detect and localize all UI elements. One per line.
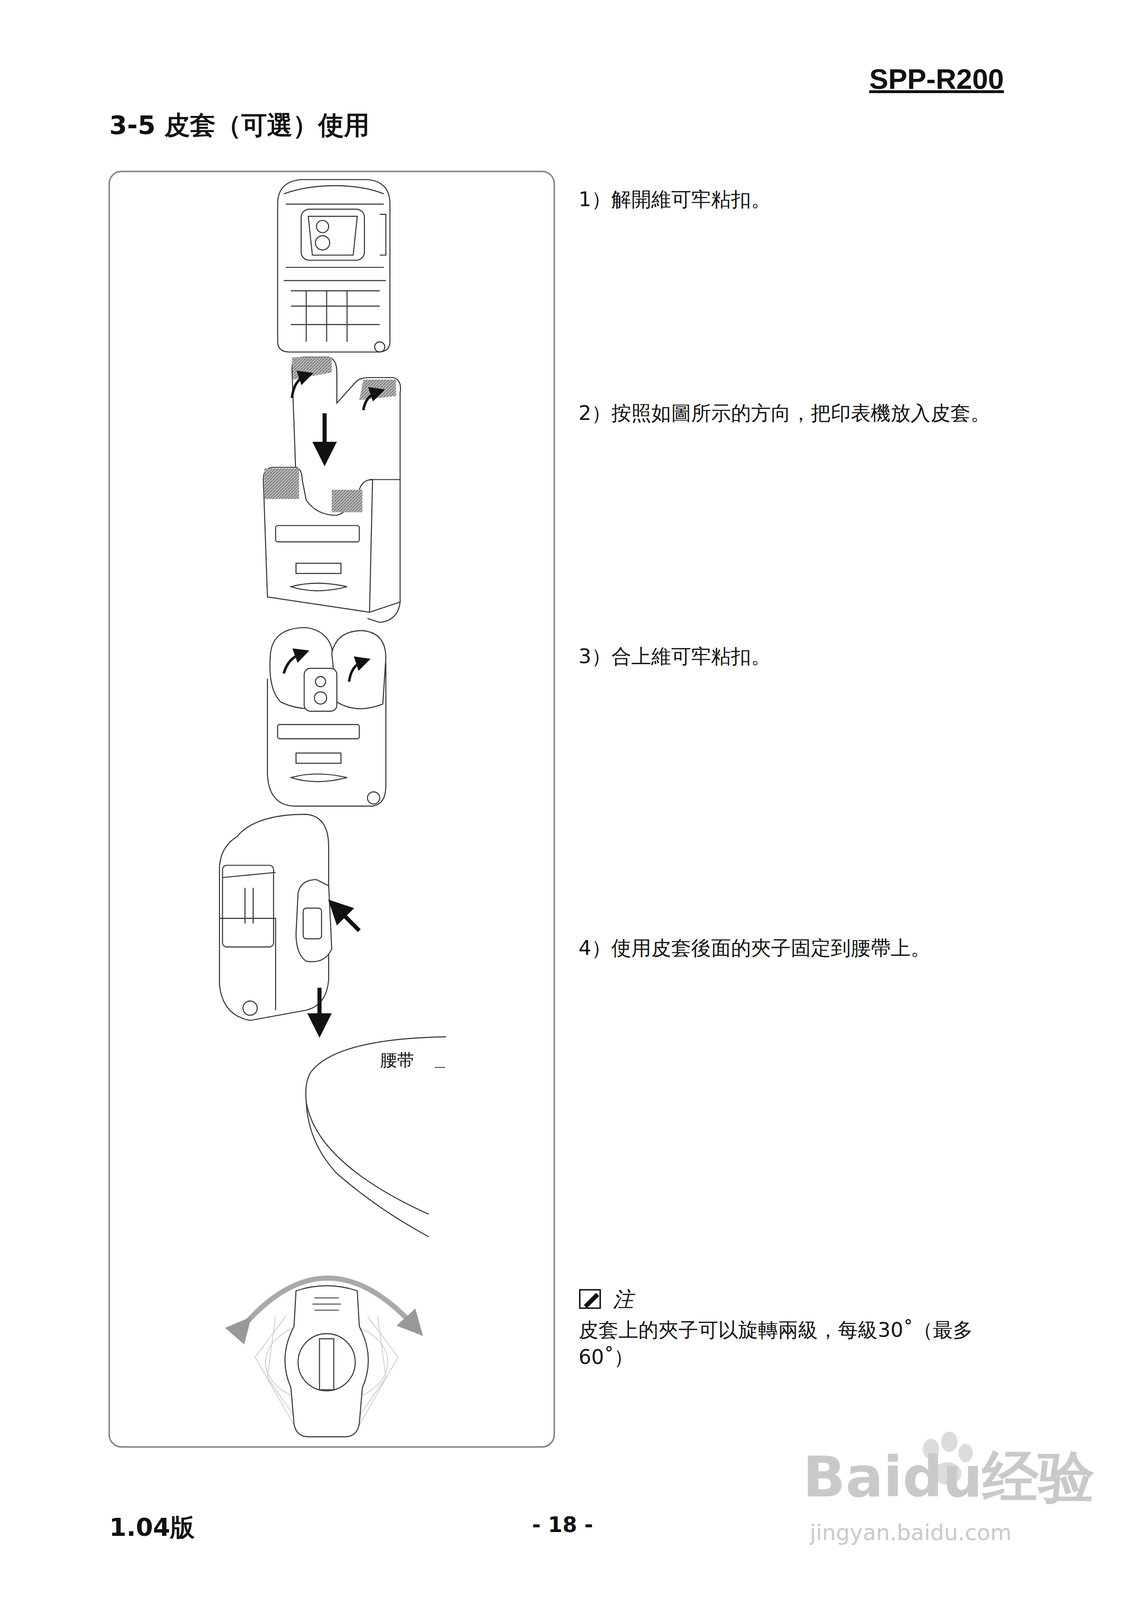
illustration-g	[305, 1036, 447, 1237]
illustration-rect	[319, 1338, 334, 1390]
step-text: 2）按照如圖所示的方向，把印表機放入皮套。	[578, 399, 1048, 428]
version-footer: 1.04版	[109, 1510, 195, 1544]
step-text: 4）使用皮套後面的夾子固定到腰帶上。	[578, 934, 1067, 962]
illustration-path	[283, 204, 386, 281]
illustration-path	[349, 661, 364, 682]
illustration-path	[219, 872, 276, 1011]
page-number: - 18 -	[532, 1510, 593, 1539]
watermark: Baidu经验	[802, 1439, 1095, 1515]
note-text: 皮套上的夾子可以旋轉兩級，每級30˚（最多60˚）	[578, 1316, 1016, 1371]
step-text: 3）合上維可牢粘扣。	[578, 643, 1048, 671]
illustration-g	[109, 171, 973, 1485]
belt-label: 腰带	[380, 1048, 415, 1073]
illustration-path	[292, 357, 333, 380]
illustration-rect	[579, 1289, 601, 1309]
illustration-rect	[304, 668, 337, 712]
illustration-g	[267, 627, 386, 807]
illustration-circle	[242, 1000, 257, 1016]
illustration-rect	[301, 209, 365, 260]
illustration-circle	[316, 220, 329, 233]
illustration-rect	[275, 525, 360, 542]
illustration-rect	[109, 171, 555, 1447]
illustration-path	[306, 1102, 429, 1237]
illustration-path	[305, 1036, 447, 1215]
illustration-g	[219, 814, 360, 1026]
illustration-rect	[277, 724, 360, 739]
illustration-path	[379, 214, 386, 256]
illustration-path	[359, 379, 396, 400]
illustration-path	[263, 467, 373, 613]
illustration-path	[285, 1285, 369, 1437]
section-title: 3-5 皮套（可選）使用	[109, 108, 370, 143]
illustration-rect	[295, 563, 342, 574]
illustration-rect	[303, 908, 322, 939]
illustration-g	[579, 1289, 601, 1309]
step-text: 1）解開維可牢粘扣。	[578, 186, 1048, 214]
illustration-g	[242, 1277, 415, 1437]
illustration-path	[308, 216, 358, 256]
illustration-path	[322, 413, 327, 455]
illustration-path	[277, 179, 390, 352]
illustration-path	[245, 887, 254, 924]
watermark: jingyan.baidu.com	[809, 1517, 1012, 1548]
illustration-path	[434, 1066, 445, 1068]
illustration-path	[312, 1297, 342, 1311]
illustration-circle	[297, 1333, 355, 1391]
illustration-rect	[222, 864, 274, 947]
illustration-path	[336, 908, 360, 931]
illustration-g	[263, 357, 401, 623]
illustration-path	[283, 653, 303, 674]
illustration-path	[292, 375, 307, 398]
model-header: SPP-R200	[869, 59, 1004, 99]
illustration-circle	[367, 791, 381, 805]
illustration-path	[290, 773, 347, 782]
illustration-circle	[315, 676, 326, 687]
illustration-path	[369, 479, 400, 613]
illustration-path	[283, 185, 384, 194]
illustration-rect	[264, 468, 300, 499]
illustration-path	[295, 879, 332, 962]
note-heading: 注	[612, 1284, 634, 1313]
illustration-circle	[314, 691, 327, 704]
illustration-rect	[295, 752, 342, 763]
illustration-path	[583, 1292, 599, 1308]
illustration-circle	[315, 235, 330, 250]
illustration-path	[290, 290, 380, 342]
illustration-path	[317, 987, 322, 1026]
illustration-rect	[331, 489, 362, 513]
illustration-path	[363, 391, 378, 411]
illustration-path	[290, 583, 347, 591]
illustration-path	[331, 630, 386, 709]
illustration-g	[277, 179, 390, 352]
illustration-circle	[374, 342, 385, 352]
